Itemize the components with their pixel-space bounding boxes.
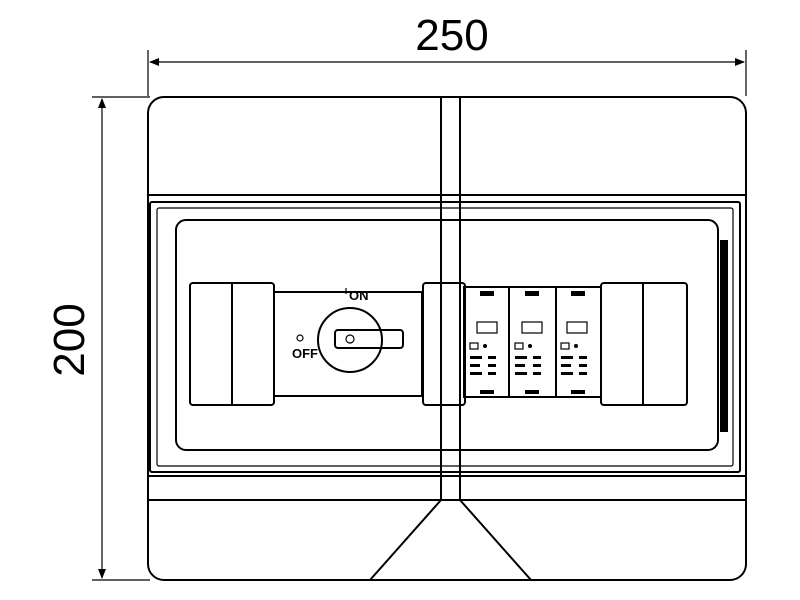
middle-terminal-block [422, 282, 466, 406]
left-terminal-block [189, 282, 275, 406]
surge-module-3 [560, 291, 588, 394]
isolator-switch: ON OFF [273, 288, 423, 397]
window-frame [149, 201, 741, 473]
right-terminal-block [600, 282, 688, 406]
surge-module-2 [514, 291, 543, 394]
width-label: 250 [415, 11, 488, 60]
side-rail [720, 240, 728, 432]
switch-off-label: OFF [292, 346, 318, 361]
width-dimension: 250 [147, 11, 747, 96]
height-label: 200 [45, 303, 94, 376]
surge-protector-modules [463, 286, 602, 398]
switch-on-label: ON [349, 288, 369, 303]
enclosure [147, 96, 747, 581]
height-dimension: 200 [45, 96, 150, 581]
surge-module-1 [469, 291, 498, 394]
